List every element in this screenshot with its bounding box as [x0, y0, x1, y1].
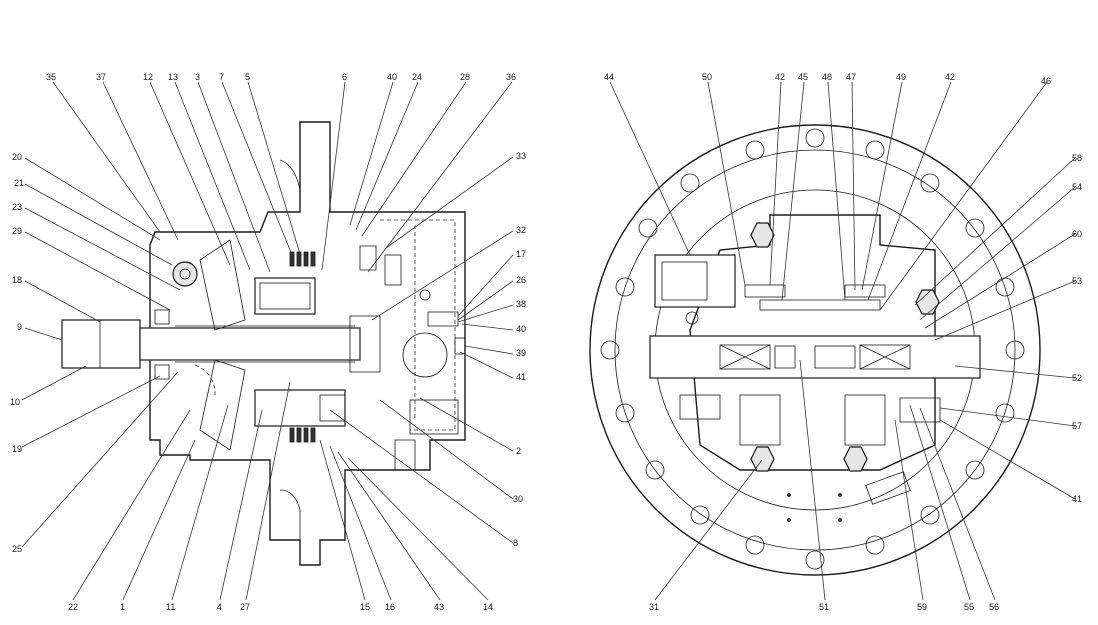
callout-label: 4 [217, 602, 222, 612]
callout-label: 37 [96, 72, 106, 82]
callout-label: 27 [240, 602, 250, 612]
callout-label: 58 [1072, 153, 1082, 163]
right-view-callouts: 44 50 42 45 48 47 49 42 46 58 54 60 53 5… [604, 72, 1082, 612]
callout-label: 7 [219, 72, 224, 82]
callout-label: 17 [516, 249, 526, 259]
callout-label: 36 [506, 72, 516, 82]
callout-label: 31 [649, 602, 659, 612]
callout-label: 56 [989, 602, 999, 612]
left-view-callouts: 35 37 12 13 3 7 5 6 40 24 28 36 20 21 23… [10, 72, 526, 612]
callout-label: 15 [360, 602, 370, 612]
callout-label: 26 [516, 275, 526, 285]
callout-label: 41 [516, 372, 526, 382]
callout-label: 19 [12, 444, 22, 454]
callout-label: 24 [412, 72, 422, 82]
callout-label: 47 [846, 72, 856, 82]
callout-label: 43 [434, 602, 444, 612]
callout-label: 38 [516, 299, 526, 309]
callout-label: 12 [143, 72, 153, 82]
callout-label: 39 [516, 348, 526, 358]
callout-label: 40 [387, 72, 397, 82]
callout-label: 23 [12, 202, 22, 212]
callout-label: 57 [1072, 421, 1082, 431]
callout-label: 18 [12, 275, 22, 285]
callout-label: 20 [12, 152, 22, 162]
callout-label: 49 [896, 72, 906, 82]
callout-label: 51 [819, 602, 829, 612]
callout-label: 28 [460, 72, 470, 82]
brake-plates [289, 251, 316, 443]
left-sectional-view [61, 121, 466, 566]
callout-label: 30 [513, 494, 523, 504]
callout-label: 25 [12, 544, 22, 554]
callout-label: 44 [604, 72, 614, 82]
callout-label: 33 [516, 151, 526, 161]
callout-label: 22 [68, 602, 78, 612]
callout-label: 48 [822, 72, 832, 82]
callout-label: 55 [964, 602, 974, 612]
callout-label: 8 [513, 538, 518, 548]
callout-label: 52 [1072, 373, 1082, 383]
callout-label: 10 [10, 397, 20, 407]
callout-label: 9 [17, 322, 22, 332]
callout-label: 35 [46, 72, 56, 82]
callout-label: 32 [516, 225, 526, 235]
callout-label: 13 [168, 72, 178, 82]
callout-label: 50 [702, 72, 712, 82]
callout-label: 5 [245, 72, 250, 82]
leader-lines [21, 81, 1076, 601]
right-end-view [589, 124, 1041, 576]
callout-label: 54 [1072, 182, 1082, 192]
callout-label: 14 [483, 602, 493, 612]
callout-label: 29 [12, 226, 22, 236]
callout-label: 6 [342, 72, 347, 82]
callout-label: 11 [166, 602, 175, 612]
callout-label: 45 [798, 72, 808, 82]
callout-label: 42 [945, 72, 955, 82]
callout-label: 60 [1072, 229, 1082, 239]
callout-label: 41 [1072, 494, 1082, 504]
callout-label: 16 [385, 602, 395, 612]
callout-label: 59 [917, 602, 927, 612]
callout-label: 1 [120, 602, 125, 612]
callout-label: 21 [14, 178, 24, 188]
callout-label: 3 [195, 72, 200, 82]
callout-label: 40 [516, 324, 526, 334]
callout-label: 53 [1072, 276, 1082, 286]
callout-label: 2 [516, 446, 521, 456]
callout-label: 42 [775, 72, 785, 82]
callout-label: 46 [1041, 76, 1051, 86]
